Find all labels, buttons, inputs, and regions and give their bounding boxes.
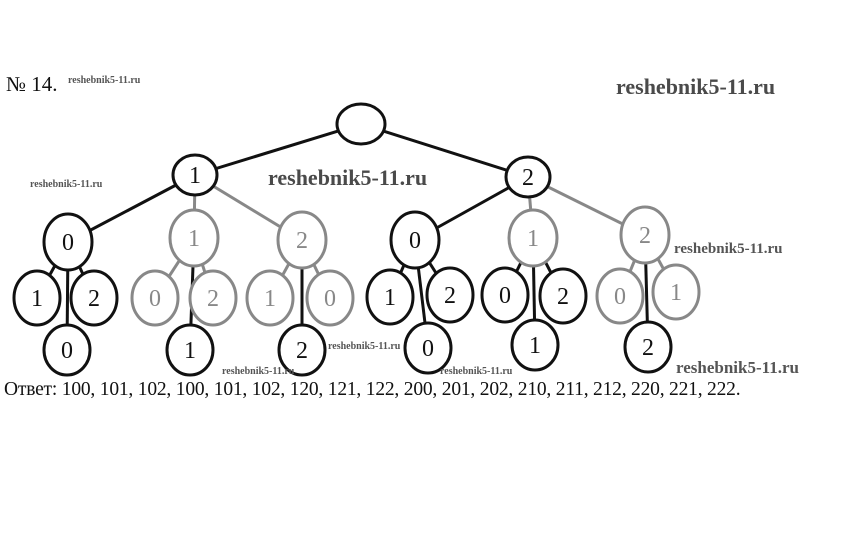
node-label: 1 bbox=[264, 286, 276, 312]
node-label: 2 bbox=[444, 283, 456, 309]
watermark: reshebnik5-11.ru bbox=[30, 179, 103, 190]
tree-node: 2 bbox=[276, 210, 328, 270]
tree-edge bbox=[194, 122, 362, 177]
tree-node: 1 bbox=[165, 323, 215, 377]
node-label: 2 bbox=[557, 284, 569, 310]
node-label: 0 bbox=[614, 284, 626, 310]
tree-node: 1 bbox=[171, 153, 219, 197]
tree-node: 2 bbox=[69, 269, 119, 327]
tree-node: 1 bbox=[245, 269, 295, 327]
node-label: 1 bbox=[384, 285, 396, 311]
tree-node: 1 bbox=[510, 318, 560, 372]
tree-node: 0 bbox=[480, 266, 530, 324]
tree-node: 0 bbox=[42, 323, 92, 377]
tree-node: 2 bbox=[188, 269, 238, 327]
node-label: 0 bbox=[324, 286, 336, 312]
node-circle bbox=[168, 208, 220, 268]
watermark: reshebnik5-11.ru bbox=[222, 366, 295, 377]
node-label: 1 bbox=[527, 226, 539, 252]
node-circle bbox=[12, 269, 62, 327]
answer-text: Ответ: 100, 101, 102, 100, 101, 102, 120… bbox=[4, 379, 741, 400]
node-label: 1 bbox=[188, 226, 200, 252]
node-label: 1 bbox=[529, 333, 541, 359]
node-label: 0 bbox=[61, 338, 73, 364]
node-circle bbox=[595, 267, 645, 325]
node-circle bbox=[42, 212, 94, 272]
node-label: 0 bbox=[62, 230, 74, 256]
node-circle bbox=[69, 269, 119, 327]
tree-node: 1 bbox=[12, 269, 62, 327]
tree-node: 2 bbox=[538, 267, 588, 325]
node-label: 2 bbox=[296, 338, 308, 364]
node-circle bbox=[188, 269, 238, 327]
watermark: reshebnik5-11.ru bbox=[68, 75, 141, 86]
node-label: 0 bbox=[149, 286, 161, 312]
watermark: reshebnik5-11.ru bbox=[616, 74, 776, 99]
tree-node: 2 bbox=[619, 205, 671, 265]
node-label: 0 bbox=[409, 228, 421, 254]
node-label: 2 bbox=[639, 223, 651, 249]
watermark: reshebnik5-11.ru bbox=[440, 366, 513, 377]
tree-node bbox=[335, 102, 387, 146]
node-circle bbox=[651, 263, 701, 321]
tree-node: 1 bbox=[651, 263, 701, 321]
tree-node: 2 bbox=[277, 323, 327, 377]
node-circle bbox=[130, 269, 180, 327]
node-circle bbox=[538, 267, 588, 325]
node-label: 2 bbox=[296, 228, 308, 254]
node-circle bbox=[335, 102, 387, 146]
node-circle bbox=[277, 323, 327, 377]
node-circle bbox=[276, 210, 328, 270]
node-label: 2 bbox=[88, 286, 100, 312]
node-circle bbox=[245, 269, 295, 327]
tree-node: 2 bbox=[425, 266, 475, 324]
node-circle bbox=[42, 323, 92, 377]
node-label: 0 bbox=[499, 283, 511, 309]
node-label: 1 bbox=[189, 163, 201, 189]
node-circle bbox=[171, 153, 219, 197]
tree-node: 2 bbox=[504, 155, 552, 199]
node-circle bbox=[480, 266, 530, 324]
node-circle bbox=[165, 323, 215, 377]
node-circle bbox=[425, 266, 475, 324]
node-circle bbox=[623, 320, 673, 374]
node-label: 2 bbox=[207, 286, 219, 312]
tree-edge bbox=[360, 122, 529, 179]
node-circle bbox=[365, 268, 415, 326]
tree-node: 1 bbox=[507, 208, 559, 268]
node-label: 0 bbox=[422, 336, 434, 362]
tree-node: 0 bbox=[403, 321, 453, 375]
node-circle bbox=[507, 208, 559, 268]
tree-node: 0 bbox=[305, 269, 355, 327]
watermark: reshebnik5-11.ru bbox=[328, 341, 401, 352]
node-label: 2 bbox=[642, 335, 654, 361]
node-circle bbox=[510, 318, 560, 372]
tree-node: 0 bbox=[130, 269, 180, 327]
node-circle bbox=[389, 210, 441, 270]
node-label: 1 bbox=[31, 286, 43, 312]
watermark: reshebnik5-11.ru bbox=[676, 358, 799, 377]
tree-node: 1 bbox=[365, 268, 415, 326]
tree-node: 0 bbox=[389, 210, 441, 270]
node-label: 2 bbox=[522, 165, 534, 191]
problem-number: № 14. bbox=[6, 72, 58, 96]
watermark: reshebnik5-11.ru bbox=[674, 241, 783, 257]
node-label: 1 bbox=[184, 338, 196, 364]
node-label: 1 bbox=[670, 280, 682, 306]
node-circle bbox=[403, 321, 453, 375]
tree-node: 0 bbox=[42, 212, 94, 272]
node-circle bbox=[504, 155, 552, 199]
watermark: reshebnik5-11.ru bbox=[268, 165, 428, 190]
node-circle bbox=[619, 205, 671, 265]
tree-node: 0 bbox=[595, 267, 645, 325]
node-circle bbox=[305, 269, 355, 327]
tree-node: 2 bbox=[623, 320, 673, 374]
tree-node: 1 bbox=[168, 208, 220, 268]
